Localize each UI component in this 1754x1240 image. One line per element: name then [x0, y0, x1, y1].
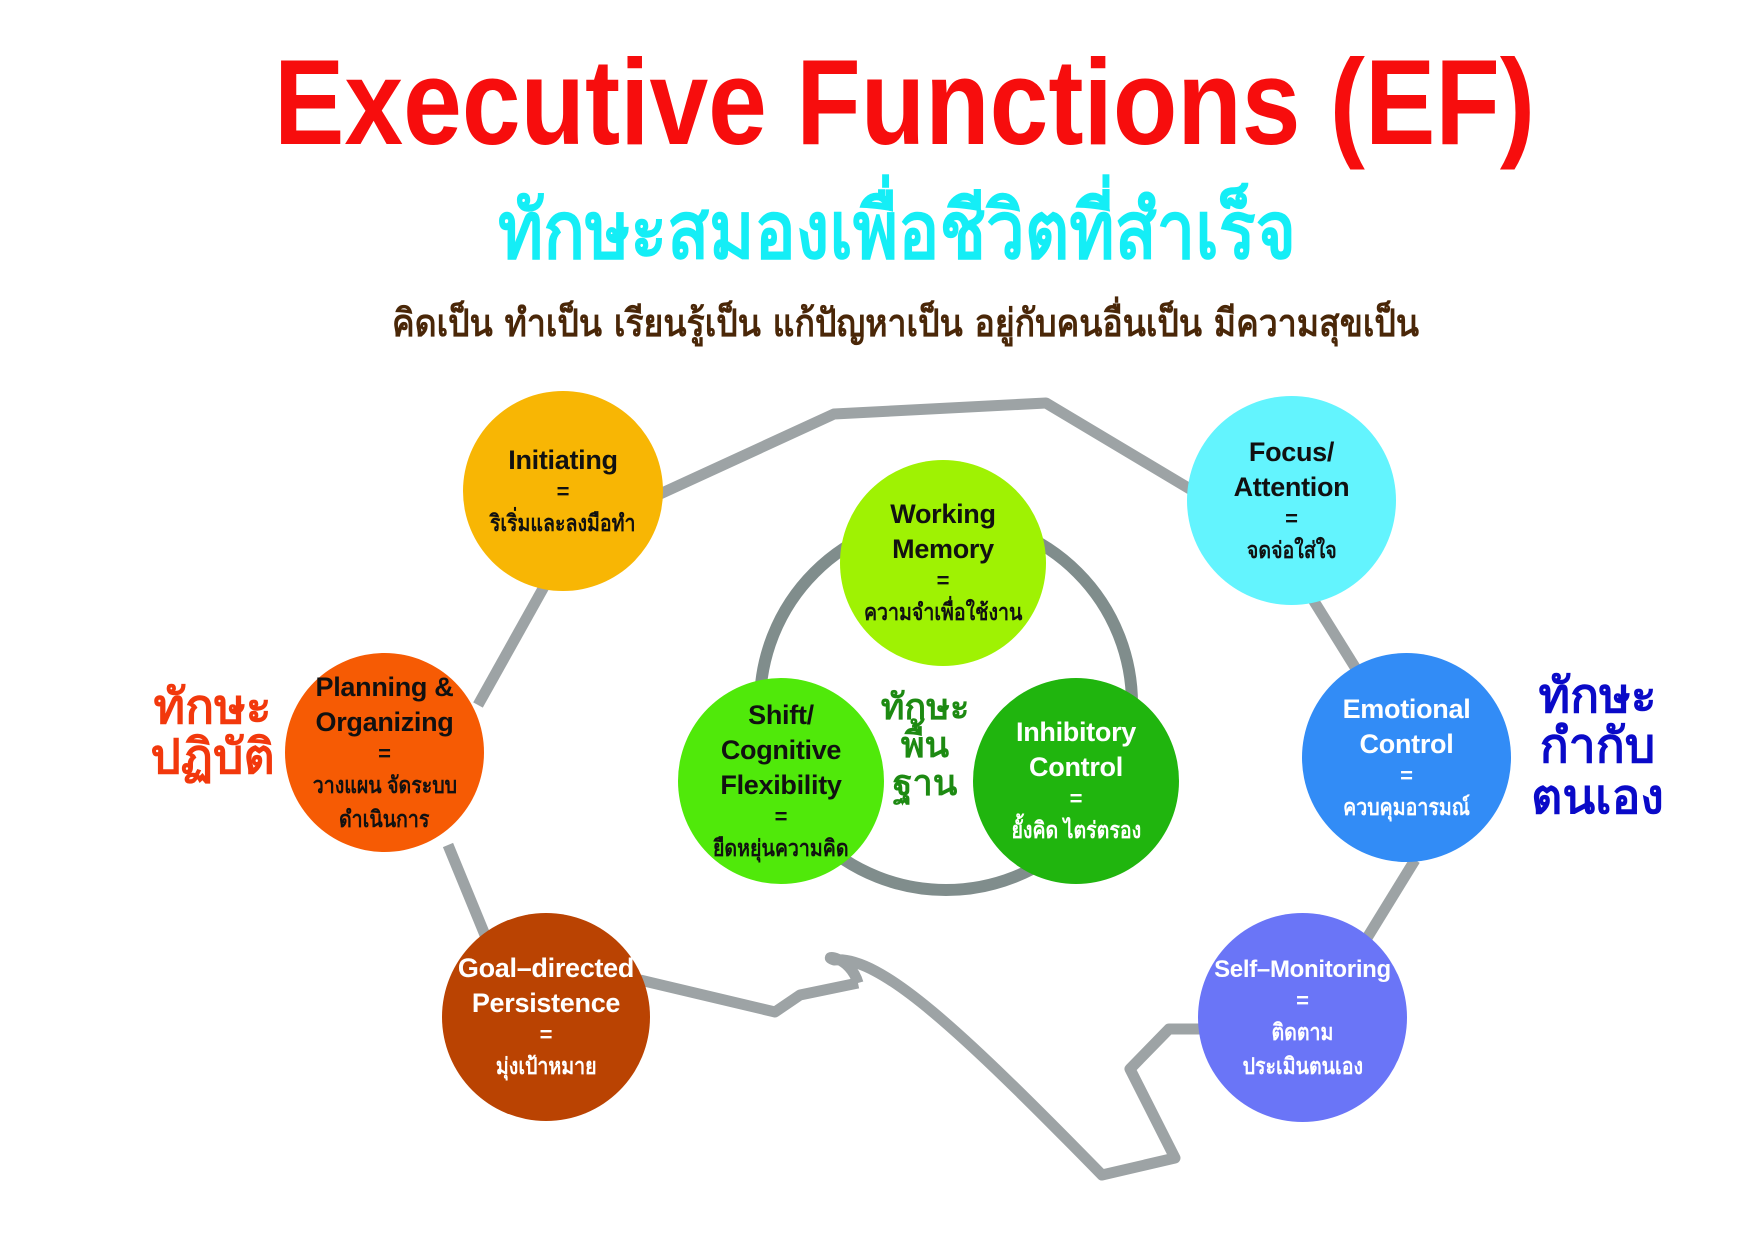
node-title: Shift/	[748, 699, 814, 730]
equals-sign: =	[1296, 988, 1309, 1013]
brainstem-outline	[824, 952, 1205, 1181]
equals-sign: =	[1400, 762, 1413, 788]
node-title: Persistence	[471, 988, 621, 1018]
node-thai: ประเมินตนเอง	[1242, 1053, 1363, 1079]
equals-sign: =	[936, 568, 950, 593]
node-title: Goal–directed	[457, 953, 635, 983]
practical-skills-label: ทักษะ ปฏิบัติ	[150, 681, 275, 785]
title: Executive Functions (EF)	[274, 34, 1535, 170]
node-thai: ความจำเพื่อใช้งาน	[863, 599, 1023, 625]
node-thai: ยืดหยุ่นความคิด	[713, 834, 849, 861]
basic-line1: ทักษะ	[880, 686, 970, 727]
node-focus-attention: Focus/ Attention = จดจ่อใส่ใจ	[1187, 396, 1396, 605]
equals-sign: =	[1069, 786, 1083, 811]
node-title: Inhibitory	[1016, 717, 1136, 747]
node-thai: ยั้งคิด ไตร่ตรอง	[1011, 817, 1141, 843]
node-title: Control	[1359, 728, 1454, 759]
node-title: Attention	[1233, 471, 1350, 502]
self-regulation-line3: ตนเอง	[1531, 770, 1664, 824]
equals-sign: =	[556, 478, 570, 504]
self-regulation-line2: กำกับ	[1539, 720, 1656, 774]
node-thai: ควบคุมอารมณ์	[1343, 793, 1470, 820]
node-thai: มุ่งเป้าหมาย	[495, 1053, 597, 1079]
equals-sign: =	[539, 1022, 553, 1047]
node-thai: วางแผน จัดระบบ	[312, 771, 457, 798]
node-shift-cognitive-flexibility: Shift/ Cognitive Flexibility = ยืดหยุ่นค…	[678, 678, 884, 884]
basic-line2: พื้นฐาน	[892, 723, 958, 803]
node-planning-organizing: Planning & Organizing = วางแผน จัดระบบ ด…	[285, 653, 484, 852]
node-title: Cognitive	[720, 734, 842, 765]
equals-sign: =	[774, 803, 788, 829]
node-title: Emotional	[1342, 693, 1471, 724]
node-title: Organizing	[315, 706, 454, 737]
node-self-monitoring: Self–Monitoring = ติดตาม ประเมินตนเอง	[1198, 913, 1407, 1122]
header: Executive Functions (EF) ทักษะสมองเพื่อช…	[274, 34, 1535, 347]
node-inhibitory-control: Inhibitory Control = ยั้งคิด ไตร่ตรอง	[973, 678, 1179, 884]
node-thai: ดำเนินการ	[339, 805, 430, 832]
node-title: Flexibility	[720, 769, 842, 800]
node-goal-directed-persistence: Goal–directed Persistence = มุ่งเป้าหมาย	[442, 913, 650, 1121]
tagline: คิดเป็น ทำเป็น เรียนรู้เป็น แก้ปัญหาเป็น…	[392, 296, 1419, 347]
equals-sign: =	[1285, 505, 1298, 531]
equals-sign: =	[378, 740, 391, 766]
connector-planning-goal	[442, 842, 491, 938]
connector-goal-brainstem	[638, 974, 860, 1018]
connector-initiating-focus	[657, 397, 1203, 500]
node-title: Initiating	[508, 444, 618, 475]
node-title: Planning &	[315, 671, 454, 702]
node-thai: ติดตาม	[1271, 1019, 1334, 1045]
node-title: Self–Monitoring	[1214, 956, 1391, 983]
connector-focus-emotional	[1307, 595, 1363, 675]
self-regulation-skills-label: ทักษะ กำกับ ตนเอง	[1530, 670, 1665, 824]
node-title: Focus/	[1248, 436, 1335, 467]
node-title: Control	[1029, 752, 1123, 782]
self-regulation-line1: ทักษะ	[1538, 670, 1657, 723]
node-thai: ริเริ่มและลงมือทำ	[490, 509, 636, 536]
node-title: Working	[890, 499, 996, 529]
basic-skills-label: ทักษะ พื้นฐาน	[870, 688, 980, 801]
node-working-memory: Working Memory = ความจำเพื่อใช้งาน	[840, 460, 1046, 666]
practical-line2: ปฏิบัติ	[150, 731, 275, 785]
node-thai: จดจ่อใส่ใจ	[1246, 536, 1337, 563]
connector-emotional-selfmonitoring	[1362, 857, 1420, 941]
node-initiating: Initiating = ริเริ่มและลงมือทำ	[463, 391, 663, 591]
node-title: Memory	[892, 534, 994, 564]
node-emotional-control: Emotional Control = ควบคุมอารมณ์	[1302, 653, 1511, 862]
practical-line1: ทักษะ	[153, 681, 272, 734]
connector-initiating-planning	[473, 582, 550, 708]
subtitle: ทักษะสมองเพื่อชีวิตที่สำเร็จ	[498, 174, 1296, 277]
